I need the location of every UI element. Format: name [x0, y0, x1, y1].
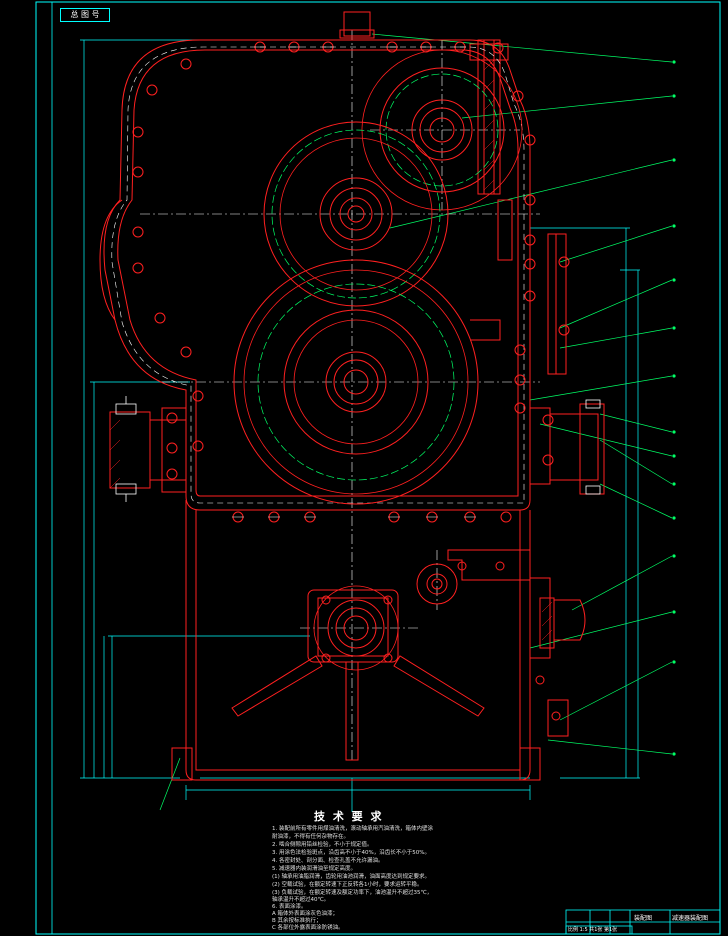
note-line: (1) 轴承用油脂润滑，齿轮用油池润滑，油面高度达到规定要求。 [272, 874, 431, 880]
gears [233, 49, 523, 671]
note-line: (2) 空载试验，在额定转速下正反转各1小时，要求运转平稳。 [272, 882, 423, 888]
left-flange-bolts [115, 396, 601, 502]
note-line: B 其余按标准执行； [272, 918, 322, 924]
note-line: 5. 减速器内装润滑油至规定高度。 [272, 866, 356, 872]
technical-requirements-title: 技 术 要 求 [314, 810, 384, 823]
note-line: 耐油漆，不得有任何杂物存在。 [272, 834, 350, 840]
inner-border [51, 1, 721, 935]
housing [99, 11, 605, 781]
bolt-crosshairs [232, 46, 476, 518]
hatching [109, 59, 553, 641]
note-line: C 各部位外露表面涂防锈油。 [272, 925, 344, 931]
flange-bolt-line [111, 46, 525, 504]
note-line: 3. 用涂色法检验斑点，沿齿高不小于40%，沿齿长不小于50%。 [272, 850, 430, 856]
centerlines [140, 30, 540, 760]
title-block [565, 909, 721, 935]
title-block-scale: 比例 1:5 共1张 第1张 [568, 927, 618, 933]
title-block-sub: 装配图 [634, 915, 653, 922]
note-line: 6. 表面涂漆。 [272, 904, 307, 910]
balloon-marks [672, 60, 676, 756]
note-line: A 箱体外表面涂灰色油漆； [272, 911, 339, 917]
dimension-lines [80, 39, 640, 812]
sheet-border [35, 1, 721, 935]
note-line: 4. 各密封处、剖分面、检查孔盖不允许漏油。 [272, 858, 384, 864]
title-block-name: 减速器装配图 [672, 915, 709, 922]
note-line: 2. 啮合侧隙用铅丝检验，不小于规定值。 [272, 842, 373, 848]
note-line: (3) 负载试验，在额定转速及额定功率下，油池温升不超过35℃， [272, 890, 433, 896]
note-line: 轴承温升不超过40℃。 [272, 897, 330, 903]
bolt-holes [132, 41, 570, 721]
note-line: 1. 装配前所有零件用煤油清洗，滚动轴承用汽油清洗，箱体内壁涂 [272, 826, 433, 832]
drawing-number-tag: 总 图 号 [60, 8, 110, 22]
